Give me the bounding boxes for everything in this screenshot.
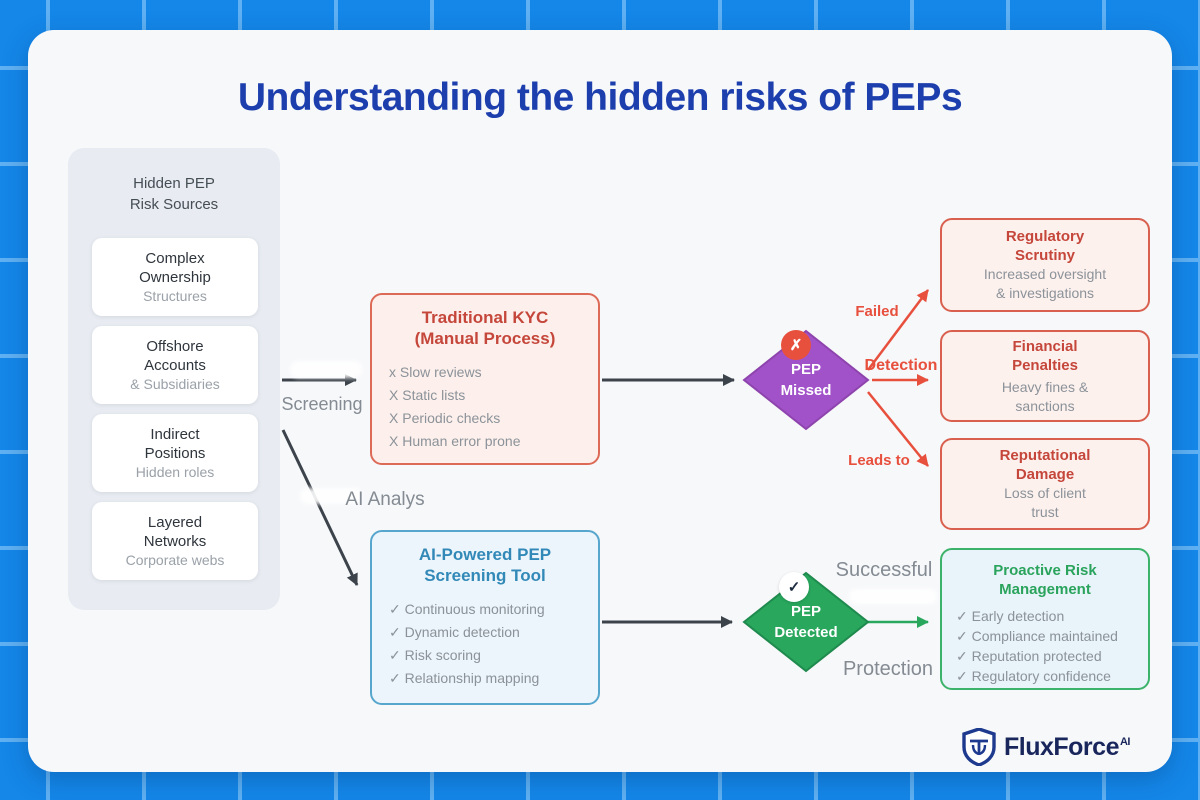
check-badge-icon: ✓ (779, 572, 809, 602)
outcome-title-line: Reputational (999, 447, 1091, 464)
pep-detected-line1: PEP (790, 603, 821, 620)
card-main-line: Networks (143, 532, 207, 550)
risk-sources-title-line1: Hidden PEP (133, 175, 215, 192)
edge-label-leads-to: Leads to (848, 452, 910, 469)
card-subtitle: Hidden roles (135, 463, 215, 480)
edge-label-ai-analysis: AI Analys (345, 489, 425, 510)
smudge-patch (300, 488, 362, 504)
pep-missed-line1: PEP (790, 361, 821, 378)
benefit-title-line1: Proactive Risk (993, 562, 1097, 579)
page-title: Understanding the hidden risks of PEPs (237, 76, 963, 119)
outcome-regulatory-scrutiny: Regulatory Scrutiny Increased oversight … (940, 218, 1150, 312)
outcome-title-line: Scrutiny (1014, 247, 1075, 264)
risk-sources-panel-title: Hidden PEP Risk Sources (68, 173, 280, 215)
risk-source-card-offshore-accounts: Offshore Accounts & Subsidiaries (92, 326, 258, 404)
pep-missed-line2: Missed (780, 382, 832, 399)
kyc-item: X Human error prone (389, 433, 521, 449)
card-main-line: Positions (144, 444, 206, 462)
card-main-line: Ownership (139, 268, 211, 286)
benefit-title-line2: Management (999, 581, 1091, 598)
check-glyph: ✓ (787, 579, 801, 596)
benefit-item: ✓ Reputation protected (956, 648, 1102, 664)
logo-sup: AI (1119, 736, 1131, 749)
outcome-sub-line: Heavy fines & (1001, 378, 1089, 395)
outcome-title-line: Financial (1012, 337, 1078, 355)
pep-detected-line2: Detected (774, 624, 838, 641)
card-main-line: Complex (145, 249, 205, 267)
outcome-sub-line: Increased oversight (983, 266, 1107, 282)
proactive-risk-management-box: Proactive Risk Management ✓ Early detect… (940, 548, 1150, 690)
benefit-title: Proactive Risk Management (942, 550, 1148, 599)
edge-label-screening: Screening (281, 394, 363, 414)
logo-name: FluxForce (1004, 732, 1119, 761)
edge-label-protection: Protection (842, 658, 934, 680)
outcome-sub-line: trust (1031, 504, 1059, 520)
risk-source-card-layered-networks: Layered Networks Corporate webs (92, 502, 258, 580)
ai-item: ✓ Risk scoring (389, 647, 481, 663)
card-subtitle: Corporate webs (125, 551, 225, 568)
ai-item: ✓ Continuous monitoring (389, 601, 545, 617)
smudge-patch (849, 589, 937, 604)
outcome-reputational-damage: Reputational Damage Loss of client trust (940, 438, 1150, 530)
kyc-item: X Static lists (389, 387, 466, 403)
outcome-title-line: Damage (1015, 466, 1075, 483)
kyc-item: x Slow reviews (389, 364, 482, 380)
ai-title-line1: AI-Powered PEP (418, 545, 552, 564)
outcome-title-line: Penalties (1012, 356, 1078, 374)
ai-screening-box: AI-Powered PEP Screening Tool ✓ Continuo… (370, 530, 600, 705)
edge-label-successful: Successful (835, 559, 933, 581)
kyc-box-title: Traditional KYC (Manual Process) (372, 295, 598, 349)
kyc-title-line1: Traditional KYC (421, 308, 549, 327)
outcome-financial-penalties: Financial Penalties Heavy fines & sancti… (940, 330, 1150, 422)
shield-icon (962, 728, 996, 766)
card-subtitle: & Subsidiaries (130, 375, 220, 392)
pep-detected-label: PEP Detected (756, 601, 856, 643)
outcome-title-line: Regulatory (1005, 228, 1085, 245)
card-main-line: Accounts (144, 356, 206, 374)
traditional-kyc-box: Traditional KYC (Manual Process) x Slow … (370, 293, 600, 465)
card-subtitle: Structures (143, 287, 207, 304)
card-main-line: Layered (147, 513, 203, 531)
x-badge-icon: ✗ (781, 330, 811, 360)
kyc-item: X Periodic checks (389, 410, 501, 426)
benefit-item: ✓ Regulatory confidence (956, 668, 1111, 684)
ai-box-title: AI-Powered PEP Screening Tool (372, 532, 598, 586)
benefit-item: ✓ Compliance maintained (956, 628, 1118, 644)
pep-missed-label: PEP Missed (756, 359, 856, 401)
risk-source-card-complex-ownership: Complex Ownership Structures (92, 238, 258, 316)
card-main-line: Offshore (146, 337, 204, 355)
edge-label-failed: Failed (855, 303, 899, 320)
x-glyph: ✗ (789, 337, 803, 354)
ai-item: ✓ Relationship mapping (389, 670, 540, 686)
outcome-sub-line: sanctions (1015, 397, 1075, 414)
edge-label-detection: Detection (864, 357, 938, 374)
kyc-title-line2: (Manual Process) (414, 329, 556, 348)
benefit-item-list: ✓ Early detection ✓ Compliance maintaine… (956, 606, 1148, 686)
outcome-sub-line: Loss of client (1004, 485, 1086, 501)
ai-item-list: ✓ Continuous monitoring ✓ Dynamic detect… (389, 598, 598, 690)
card-main-line: Indirect (150, 425, 200, 443)
logo-wordmark: FluxForceAI (1004, 733, 1130, 762)
smudge-patch (290, 361, 362, 378)
ai-title-line2: Screening Tool (424, 566, 546, 585)
outcome-sub-line: & investigations (995, 285, 1095, 301)
risk-source-card-indirect-positions: Indirect Positions Hidden roles (92, 414, 258, 492)
fluxforce-logo: FluxForceAI (962, 728, 1130, 766)
ai-item: ✓ Dynamic detection (389, 624, 520, 640)
risk-sources-title-line2: Risk Sources (129, 196, 219, 213)
benefit-item: ✓ Early detection (956, 608, 1065, 624)
kyc-item-list: x Slow reviews X Static lists X Periodic… (389, 361, 598, 453)
